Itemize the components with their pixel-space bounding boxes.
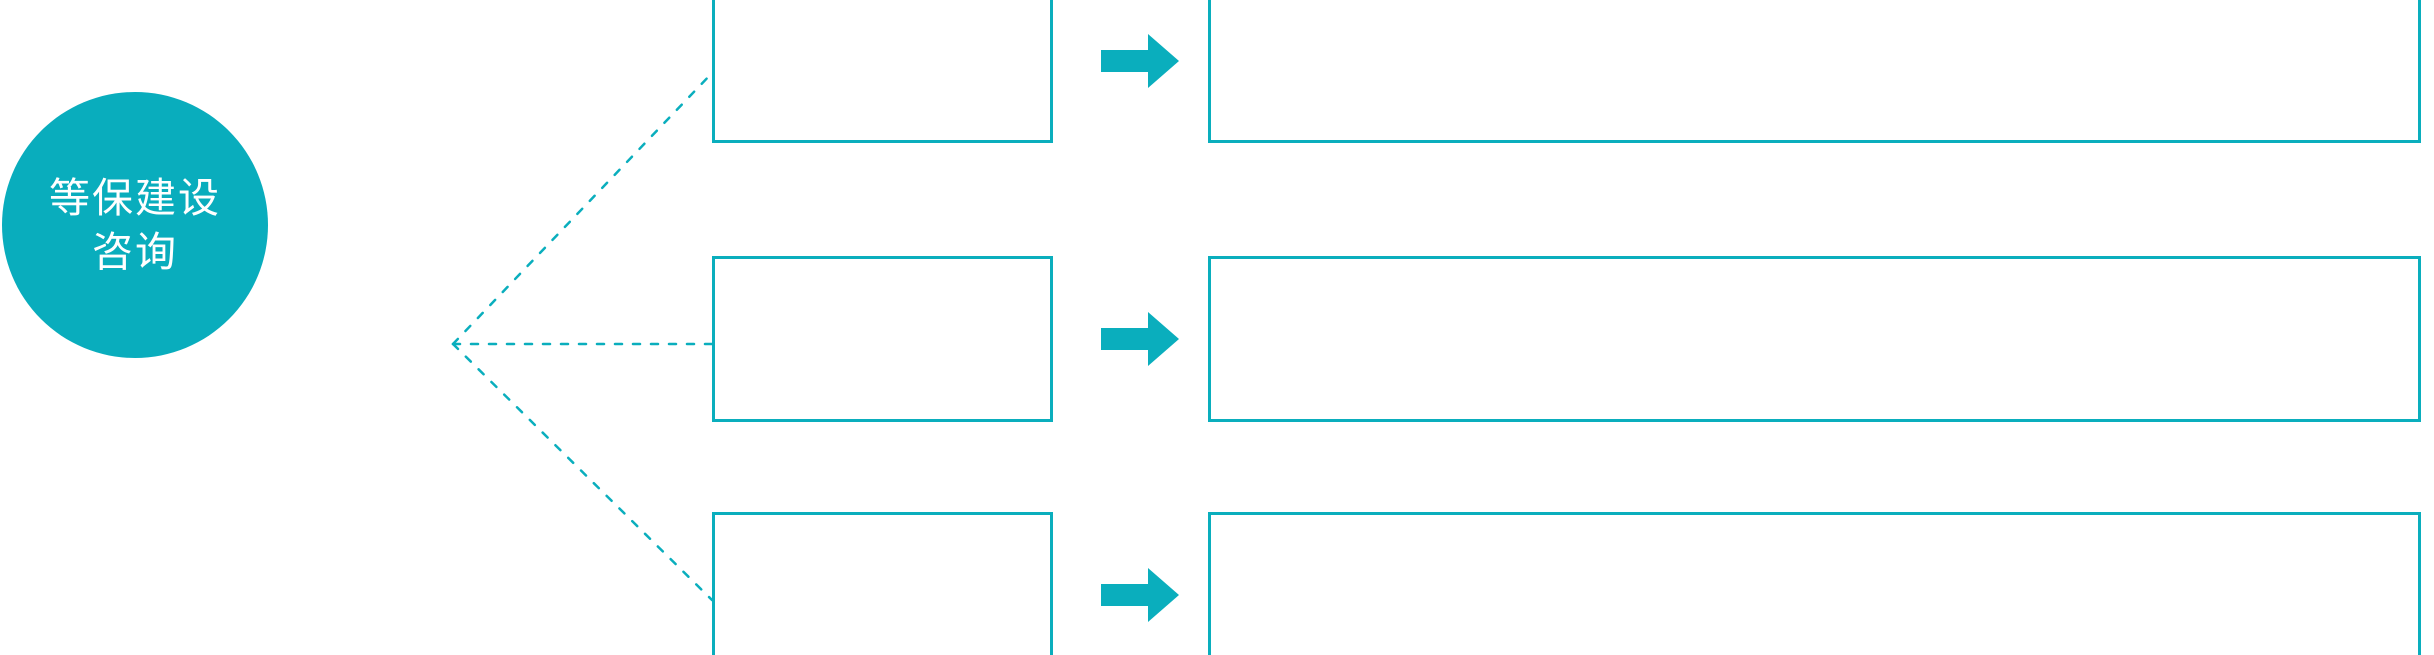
hub-circle[interactable]: 等保建设 咨询 (2, 92, 268, 358)
connector-branch-bottom (451, 342, 714, 602)
connector-branch-top (451, 71, 714, 346)
row-1-detail-box[interactable] (1208, 0, 2421, 143)
row-1-arrow-right-icon (1101, 34, 1179, 88)
row-3-stage-box[interactable] (712, 512, 1053, 655)
row-2-stage-box[interactable] (712, 256, 1053, 422)
row-2-detail-box[interactable] (1208, 256, 2421, 422)
row-3-arrow-right-icon (1101, 568, 1179, 622)
row-1-stage-box[interactable] (712, 0, 1053, 143)
hub-label-line-1: 等保建设 (49, 174, 221, 221)
row-2-arrow-right-icon (1101, 312, 1179, 366)
hub-label-line-2: 咨询 (92, 229, 178, 275)
row-3-detail-box[interactable] (1208, 512, 2421, 655)
